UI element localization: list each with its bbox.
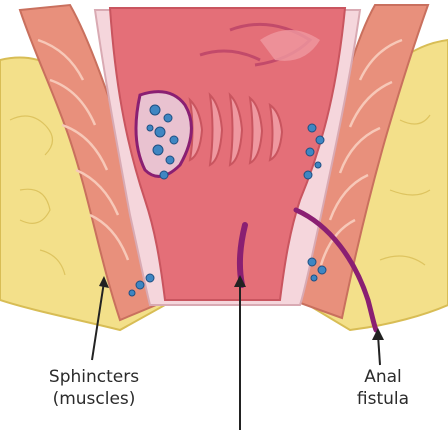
sphincters-label-line1: Sphincters bbox=[24, 366, 164, 388]
fistula-label-line2: fistula bbox=[338, 388, 428, 410]
sphincters-label: Sphincters (muscles) bbox=[24, 366, 164, 410]
fistula-label-line1: Anal bbox=[338, 366, 428, 388]
fistula-label: Anal fistula bbox=[338, 366, 428, 410]
sphincters-label-line2: (muscles) bbox=[24, 388, 164, 410]
